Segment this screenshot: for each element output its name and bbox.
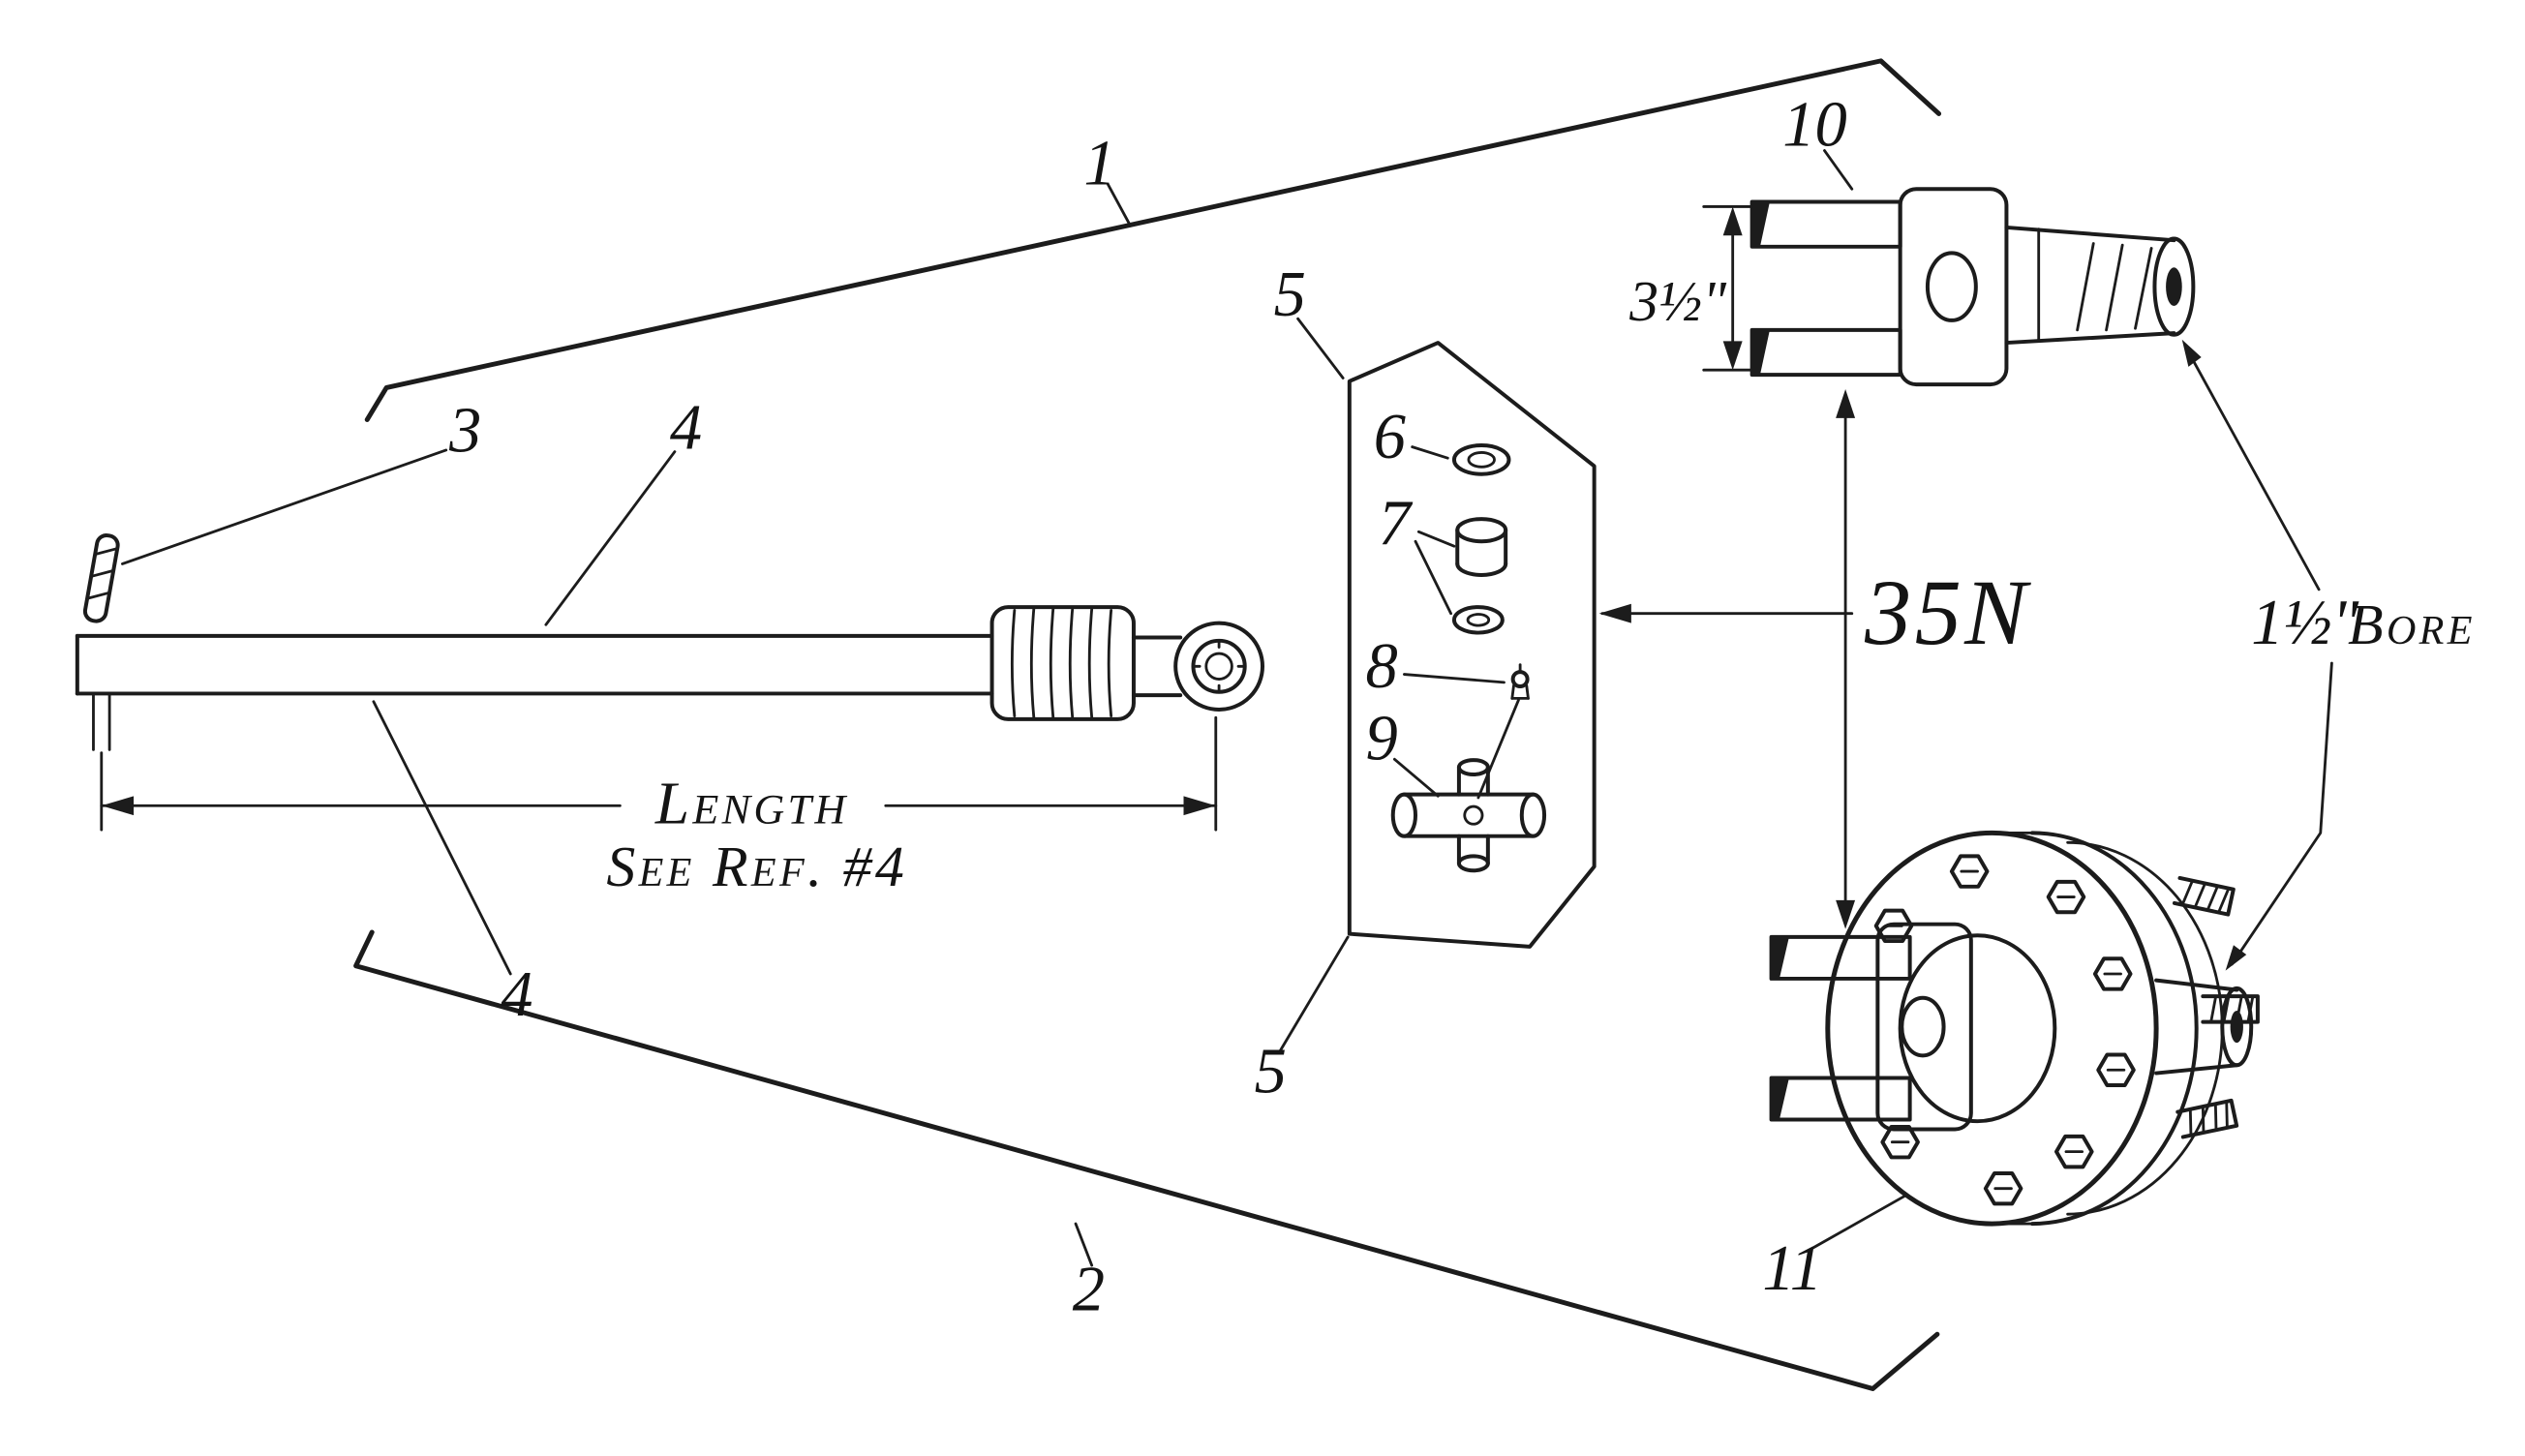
roll-pin — [82, 533, 120, 623]
grease-fitting-assembly-line — [1476, 698, 1520, 800]
length-label: Length — [654, 770, 849, 837]
label-10-leader — [1823, 149, 1854, 191]
label-5-bottom-leader — [1278, 935, 1350, 1052]
label-3-leader — [120, 448, 448, 565]
label-cross: 9 — [1365, 703, 1397, 774]
length-dimension — [100, 715, 1218, 832]
model-callout — [1598, 603, 1854, 623]
grease-fitting — [1402, 663, 1530, 800]
label-4-bottom-leader — [372, 700, 512, 976]
label-shaft-bottom: 4 — [501, 959, 532, 1030]
model-label: 35N — [1864, 561, 2031, 664]
guard-top-line — [364, 58, 1942, 422]
slip-yoke — [1749, 149, 2196, 387]
label-grease-fitting: 8 — [1365, 631, 1397, 702]
model-arrow — [1598, 603, 1631, 623]
bore-callout — [2181, 339, 2333, 971]
guard-bottom-line — [353, 929, 1940, 1391]
bore-word-label: Bore — [2348, 592, 2476, 656]
cross-journal — [1390, 757, 1547, 873]
snap-ring-washer — [1411, 442, 1511, 476]
label-guard-bottom: 2 — [1073, 1255, 1105, 1325]
label-7-leader-b — [1414, 539, 1453, 616]
label-washer: 6 — [1374, 402, 1406, 472]
label-slip-yoke: 10 — [1782, 90, 1847, 161]
label-kit-bottom: 5 — [1255, 1037, 1287, 1107]
length-ref-label: See Ref. #4 — [606, 834, 907, 898]
label-4-top-leader — [544, 450, 677, 626]
yoke-height-label: 3½" — [1628, 269, 1727, 333]
flange-yoke — [1769, 830, 2260, 1250]
label-5-top-leader — [1296, 317, 1345, 379]
label-guard-top: 1 — [1083, 128, 1115, 198]
label-11-leader — [1811, 1193, 1908, 1250]
label-shaft-top: 4 — [670, 392, 702, 463]
label-pin: 3 — [448, 396, 481, 467]
label-bearing: 7 — [1379, 489, 1414, 560]
repair-kit-boundary — [1278, 317, 1597, 1052]
shaft-assembly — [75, 448, 1264, 976]
label-9-leader — [1392, 757, 1440, 798]
tube-yoke-eye — [1131, 621, 1264, 712]
tube-collar — [989, 605, 1136, 721]
label-kit-top: 5 — [1274, 259, 1306, 330]
label-1-leader — [1106, 182, 1133, 228]
yoke-connector-dimension — [1836, 389, 1856, 929]
length-arrow-right — [1183, 796, 1216, 816]
label-7-leader-a — [1416, 530, 1456, 548]
label-2-leader — [1074, 1222, 1094, 1267]
label-6-leader — [1411, 445, 1449, 460]
length-arrow-left — [101, 796, 135, 816]
label-flange-yoke: 11 — [1762, 1233, 1822, 1304]
guard-outline — [353, 58, 1942, 1391]
yoke-height-dimension — [1702, 205, 1754, 372]
bore-size-label: 1½" — [2251, 588, 2359, 658]
bearing-cup-and-washer — [1414, 517, 1508, 635]
label-8-leader — [1402, 673, 1506, 684]
